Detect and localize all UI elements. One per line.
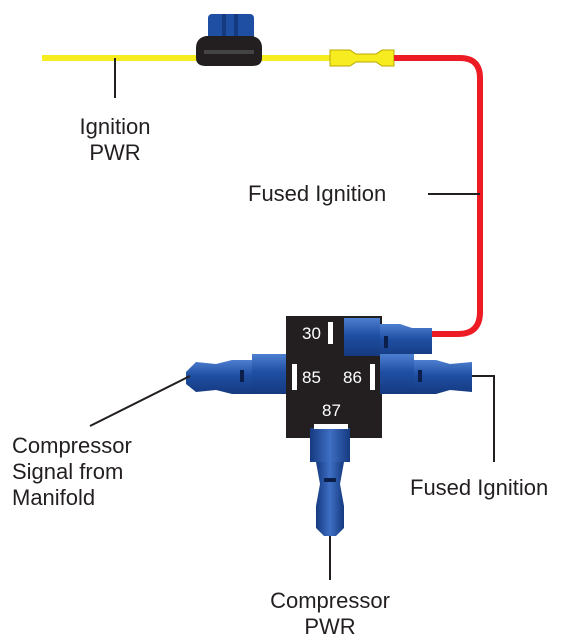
pin-87-label: 87: [322, 401, 341, 420]
compressor-pwr-line-1: Compressor: [270, 588, 390, 613]
pin-85-label: 85: [302, 368, 321, 387]
pin-85-connector: [186, 354, 286, 394]
pin-86-terminal: [370, 364, 375, 390]
ignition-pwr-line-2: PWR: [89, 140, 141, 165]
leader-compressor-signal: [89, 375, 191, 427]
ignition-pwr-label: Ignition PWR: [70, 114, 160, 166]
compressor-signal-line-2: Signal from: [12, 459, 124, 484]
compressor-signal-line-3: Manifold: [12, 485, 96, 510]
compressor-pwr-line-2: PWR: [304, 614, 356, 639]
pin-30-label: 30: [302, 324, 321, 343]
pin-86-label: 86: [343, 368, 362, 387]
leader-fused-ignition-right: [472, 375, 495, 462]
pin-30-connector: [344, 318, 432, 358]
fused-ignition-wire: [394, 55, 483, 337]
compressor-signal-line-1: Compressor: [12, 433, 132, 458]
compressor-pwr-label: Compressor PWR: [250, 588, 410, 640]
pin-85-terminal: [292, 364, 297, 390]
fused-ignition-top-label: Fused Ignition: [248, 181, 387, 206]
inline-fuse: [196, 14, 262, 66]
pin-30-terminal: [328, 322, 333, 344]
pin-86-connector: [380, 354, 472, 394]
pin-87-connector: [310, 428, 350, 536]
butt-connector: [329, 49, 395, 67]
ignition-pwr-line-1: Ignition: [79, 114, 151, 139]
fused-ignition-right-label: Fused Ignition: [410, 475, 549, 500]
pin-87-terminal: [314, 424, 348, 429]
compressor-signal-label: Compressor Signal from Manifold: [12, 433, 132, 511]
